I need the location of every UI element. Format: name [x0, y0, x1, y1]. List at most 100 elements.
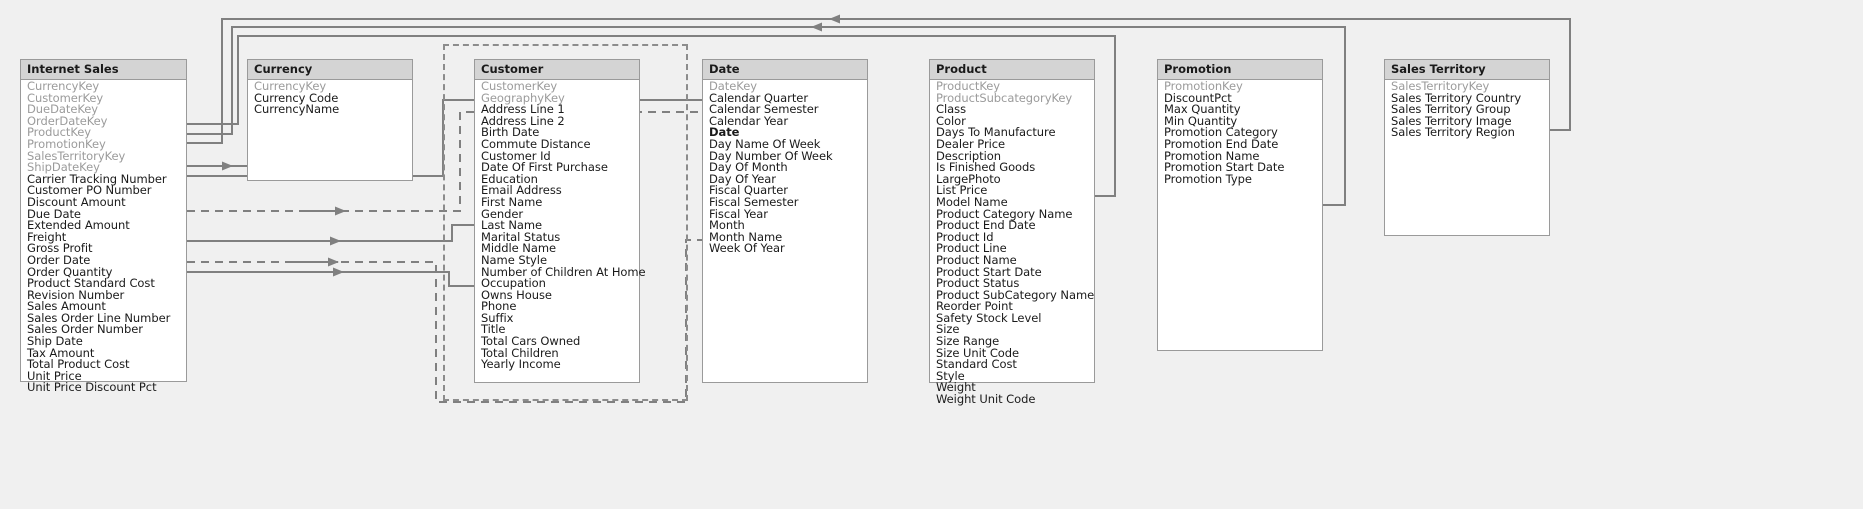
field-row[interactable]: Owns House [481, 287, 552, 302]
field-row[interactable]: Currency Code [254, 90, 339, 105]
field-row[interactable]: CurrencyKey [27, 79, 100, 93]
field-row[interactable]: Yearly Income [481, 357, 561, 372]
field-row[interactable]: Marital Status [481, 229, 561, 244]
table-header[interactable]: Sales Territory [1385, 60, 1549, 80]
field-row[interactable]: Discount Amount [27, 194, 126, 209]
field-row[interactable]: GeographyKey [481, 90, 565, 105]
field-row[interactable]: Sales Territory Country [1391, 90, 1522, 105]
field-row[interactable]: Reorder Point [936, 299, 1013, 314]
field-row[interactable]: Min Quantity [1164, 113, 1238, 128]
field-row[interactable]: Address Line 2 [481, 113, 565, 128]
field-row[interactable]: Fiscal Year [709, 206, 768, 221]
field-row[interactable]: ProductKey [936, 79, 1001, 93]
field-row[interactable]: SalesTerritoryKey [1391, 79, 1490, 93]
field-row[interactable]: Email Address [481, 183, 562, 198]
field-row[interactable]: Product Line [936, 241, 1007, 256]
field-row[interactable]: Phone [481, 299, 517, 314]
field-row[interactable]: Calendar Semester [709, 102, 819, 117]
field-row[interactable]: Total Cars Owned [481, 334, 581, 349]
table-header[interactable]: Product [930, 60, 1094, 80]
field-row[interactable]: List Price [936, 183, 988, 198]
field-row[interactable]: Number of Children At Home [481, 264, 646, 279]
field-row[interactable]: Weight [936, 380, 976, 395]
field-row[interactable]: Fiscal Quarter [709, 183, 788, 198]
field-row[interactable]: DueDateKey [27, 102, 99, 117]
field-row[interactable]: Promotion End Date [1164, 136, 1279, 151]
field-row[interactable]: Size [936, 322, 960, 337]
field-row[interactable]: CurrencyKey [254, 79, 327, 93]
field-row[interactable]: Gender [481, 206, 524, 221]
field-row[interactable]: Customer Id [481, 148, 551, 163]
field-row[interactable]: DiscountPct [1164, 90, 1232, 105]
field-row[interactable]: First Name [481, 194, 543, 209]
field-row[interactable]: ShipDateKey [27, 160, 100, 175]
field-row[interactable]: Address Line 1 [481, 102, 565, 117]
field-row[interactable]: ProductKey [27, 125, 92, 140]
field-row[interactable]: Ship Date [27, 334, 83, 349]
field-row[interactable]: Class [936, 102, 967, 117]
field-row[interactable]: Promotion Category [1164, 125, 1278, 140]
field-row[interactable]: Product Start Date [936, 264, 1042, 279]
field-row[interactable]: Unit Price Discount Pct [27, 380, 157, 395]
field-row[interactable]: Product Id [936, 229, 994, 244]
field-row[interactable]: Sales Territory Region [1391, 125, 1515, 140]
field-row[interactable]: Freight [27, 229, 67, 244]
field-row[interactable]: Day Of Year [709, 171, 776, 186]
field-row[interactable]: Promotion Type [1164, 171, 1252, 186]
field-row[interactable]: Promotion Name [1164, 148, 1260, 163]
field-row[interactable]: OrderDateKey [27, 113, 108, 128]
field-row[interactable]: Middle Name [481, 241, 557, 256]
field-row[interactable]: LargePhoto [936, 171, 1001, 186]
field-row[interactable]: Sales Order Number [27, 322, 143, 337]
table-header[interactable]: Date [703, 60, 867, 80]
field-row[interactable]: PromotionKey [27, 136, 106, 151]
field-row[interactable]: Due Date [27, 206, 81, 221]
field-row[interactable]: Calendar Quarter [709, 90, 808, 105]
field-row[interactable]: Tax Amount [27, 345, 95, 360]
field-row[interactable]: Order Date [27, 252, 91, 267]
field-row[interactable]: Weight Unit Code [936, 392, 1036, 407]
field-row[interactable]: Commute Distance [481, 136, 591, 151]
field-row[interactable]: CurrencyName [254, 102, 340, 117]
table-header[interactable]: Currency [248, 60, 412, 80]
field-row[interactable]: Revision Number [27, 287, 125, 302]
field-row[interactable]: Extended Amount [27, 218, 130, 233]
field-row[interactable]: PromotionKey [1164, 79, 1243, 93]
field-row[interactable]: Month Name [709, 229, 783, 244]
field-row[interactable]: Last Name [481, 218, 543, 233]
field-row[interactable]: SalesTerritoryKey [27, 148, 126, 163]
field-row[interactable]: Product Status [936, 276, 1020, 291]
field-row[interactable]: Name Style [481, 252, 547, 267]
field-row[interactable]: Days To Manufacture [936, 125, 1056, 140]
field-row[interactable]: Safety Stock Level [936, 310, 1042, 325]
field-row[interactable]: Is Finished Goods [936, 160, 1036, 175]
field-row[interactable]: Birth Date [481, 125, 540, 140]
field-row[interactable]: Day Of Month [709, 160, 788, 175]
field-row[interactable]: Sales Order Line Number [27, 310, 171, 325]
field-row[interactable]: CustomerKey [27, 90, 104, 105]
field-row[interactable]: Total Children [481, 345, 559, 360]
field-row[interactable]: Model Name [936, 194, 1008, 209]
field-row[interactable]: Education [481, 171, 538, 186]
field-row[interactable]: Size Range [936, 334, 1000, 349]
field-row[interactable]: Promotion Start Date [1164, 160, 1285, 175]
field-row[interactable]: Product Name [936, 252, 1017, 267]
field-row[interactable]: Product SubCategory Name [936, 287, 1095, 302]
field-row[interactable]: Sales Territory Image [1391, 113, 1512, 128]
field-row[interactable]: Unit Price [27, 368, 82, 383]
field-row[interactable]: Total Product Cost [27, 357, 130, 372]
field-row[interactable]: Style [936, 368, 965, 383]
field-row[interactable]: Carrier Tracking Number [27, 171, 167, 186]
field-row[interactable]: Description [936, 148, 1001, 163]
field-row[interactable]: Sales Territory Group [1391, 102, 1511, 117]
field-row[interactable]: Product End Date [936, 218, 1036, 233]
field-row[interactable]: Day Number Of Week [709, 148, 833, 163]
table-header[interactable]: Promotion [1158, 60, 1322, 80]
